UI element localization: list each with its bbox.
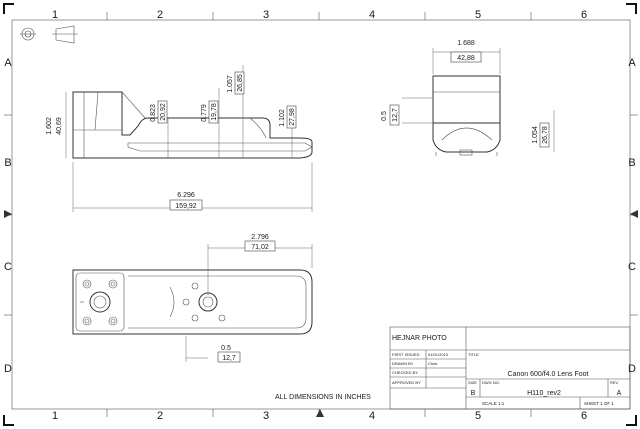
col-label-3-bottom: 3 <box>263 410 269 422</box>
sheet-text: SHEET 1 OF 1 <box>584 401 614 406</box>
col-label-4: 4 <box>369 9 375 21</box>
row-label-c: C <box>4 261 12 273</box>
side-view <box>72 91 313 159</box>
units-note: ALL DIMENSIONS IN INCHES <box>275 394 371 401</box>
dim-overall-length-mm: 159,92 <box>175 203 197 210</box>
col-label-6-bottom: 6 <box>581 410 587 422</box>
approved-by-label: APPROVED BY <box>392 380 421 385</box>
col-label-5-bottom: 5 <box>475 410 481 422</box>
dim-offset-box <box>217 351 241 363</box>
rev-value: A <box>617 390 622 397</box>
dim-d3-box <box>234 71 245 95</box>
dim-slot-length: 2.796 <box>251 234 269 241</box>
first-issued-value: 01/01/2013 <box>428 352 449 357</box>
checked-by-label: CHECKED BY <box>392 370 418 375</box>
drawn-by-label: DRAWN BY <box>392 361 414 366</box>
drawing-title: Canon 600/f4.0 Lens Foot <box>508 371 589 378</box>
size-label: SIZE <box>468 380 477 385</box>
dim-d1-box <box>157 100 168 124</box>
dim-d2-mm: 19,78 <box>211 103 218 121</box>
dim-end-h: 0.5 <box>381 111 388 121</box>
first-issued-label: FIRST ISSUED <box>392 352 420 357</box>
dim-d2: 0.779 <box>201 104 208 122</box>
corner-brackets <box>3 3 637 426</box>
company-name: HEJNAR PHOTO <box>392 335 447 342</box>
col-label-1: 1 <box>52 9 58 21</box>
sheet-border <box>11 19 631 410</box>
dim-end-width-mm: 42,88 <box>457 55 475 62</box>
drawn-by-value: Chris <box>428 361 437 366</box>
rev-label: REV <box>610 380 619 385</box>
dwg-no-label: DWG NO. <box>482 380 500 385</box>
row-label-b: B <box>4 157 11 169</box>
dim-end-h2-box <box>539 122 550 148</box>
dim-end-h-mm: 12,7 <box>392 108 399 122</box>
side-view-slot <box>127 142 313 152</box>
row-label-c-right: C <box>628 261 636 273</box>
row-label-d-right: D <box>628 363 636 375</box>
top-view <box>72 269 313 335</box>
dim-d4-box <box>286 105 297 129</box>
dim-d3: 1.057 <box>227 75 234 93</box>
dim-overall-length: 6.296 <box>177 192 195 199</box>
size-value: B <box>471 390 476 397</box>
col-label-6: 6 <box>581 9 587 21</box>
dim-d4: 1.102 <box>279 109 286 127</box>
zone-ticks <box>4 12 638 417</box>
dim-left-height-mm: 40,69 <box>56 117 63 135</box>
dim-end-width-box <box>450 51 482 63</box>
end-view-foot <box>432 123 501 153</box>
title-label: TITLE <box>468 352 479 357</box>
col-label-4-bottom: 4 <box>369 410 375 422</box>
top-view-dimensions <box>185 244 313 362</box>
row-label-a: A <box>4 57 12 69</box>
dim-offset: 0.5 <box>221 345 231 352</box>
dim-d4-mm: 27,98 <box>289 108 296 126</box>
dim-d2-box <box>208 100 219 124</box>
dim-end-width: 1.688 <box>457 40 475 47</box>
dim-end-h2-mm: 26,78 <box>542 126 549 144</box>
dim-d3-mm: 26,85 <box>237 74 244 92</box>
dim-end-h2: 1.054 <box>532 126 539 144</box>
dim-left-height: 1.602 <box>46 117 53 135</box>
end-view <box>432 75 501 156</box>
centering-marks <box>4 210 638 417</box>
dim-d1-mm: 20,92 <box>160 103 167 121</box>
side-view-outline <box>72 91 313 159</box>
col-label-5: 5 <box>475 9 481 21</box>
scale-text: SCALE 1:1 <box>482 401 505 406</box>
end-view-body <box>432 75 501 124</box>
col-label-3: 3 <box>263 9 269 21</box>
col-label-2: 2 <box>157 9 163 21</box>
col-label-1-bottom: 1 <box>52 410 58 422</box>
top-view-outline <box>72 269 313 335</box>
dim-overall-length-box <box>169 199 203 211</box>
dim-slot-length-box <box>244 240 276 252</box>
dim-slot-length-mm: 71,02 <box>251 244 269 251</box>
dim-end-h-box <box>389 104 400 126</box>
dim-d1: 0.823 <box>150 104 157 122</box>
dim-offset-mm: 12,7 <box>222 355 236 362</box>
row-label-b-right: B <box>628 157 635 169</box>
row-label-a-right: A <box>628 57 636 69</box>
row-label-d: D <box>4 363 12 375</box>
projection-symbol <box>20 25 78 44</box>
title-block <box>389 326 631 410</box>
top-view-main-hole <box>89 291 111 313</box>
dwg-no-value: H110_rev2 <box>527 390 561 397</box>
top-view-slot <box>128 275 307 329</box>
col-label-2-bottom: 2 <box>157 410 163 422</box>
